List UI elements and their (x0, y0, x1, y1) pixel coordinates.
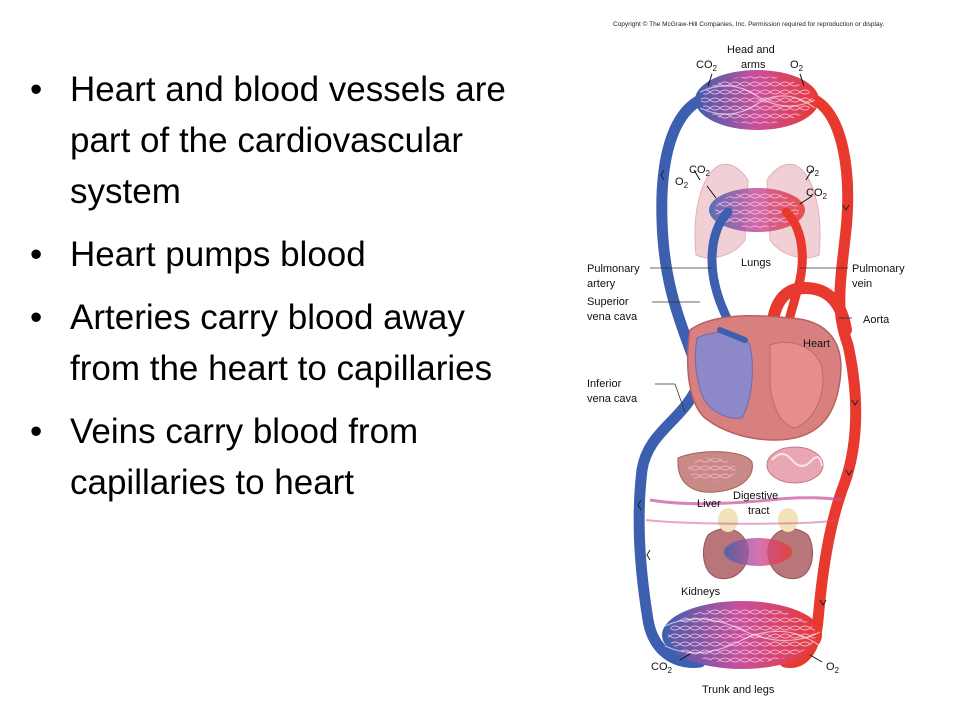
label-o2-lung-left: O2 (675, 176, 689, 190)
bullet-text: Heart pumps blood (70, 235, 366, 274)
circulation-diagram: Head and arms CO2 O2 CO2 O2 O2 CO2 Lungs… (587, 44, 905, 696)
label-kidneys: Kidneys (681, 586, 721, 598)
bullet-item: • Heart and blood vessels are part of the… (30, 64, 520, 217)
label-o2-trunk: O2 (826, 661, 840, 675)
label-o2-head: O2 (790, 59, 804, 73)
bullet-text: Heart and blood vessels are part of the … (70, 70, 506, 211)
label-superior-vena-cava-line1: Superior (587, 296, 629, 308)
label-o2-lung-right: O2 (806, 164, 820, 178)
label-pulmonary-vein-line1: Pulmonary (852, 263, 905, 275)
label-co2-trunk: CO2 (651, 661, 673, 675)
label-pulmonary-artery-line1: Pulmonary (587, 263, 640, 275)
heart (687, 314, 842, 441)
label-lungs: Lungs (741, 257, 771, 269)
bullet-item: • Arteries carry blood away from the hear… (30, 292, 520, 394)
bullet-text: Arteries carry blood away from the heart… (70, 298, 493, 388)
bullet-dot: • (30, 298, 43, 337)
bullet-dot: • (30, 412, 43, 451)
head-arms-capillary-bed (695, 70, 819, 130)
label-head-arms-line1: Head and (727, 44, 775, 56)
bullet-item: • Veins carry blood from capillaries to h… (30, 406, 520, 508)
bullet-list: • Heart and blood vessels are part of the… (30, 64, 520, 520)
bullet-text: Veins carry blood from capillaries to he… (70, 412, 419, 502)
label-pulmonary-vein-line2: vein (852, 278, 872, 290)
bullet-dot: • (30, 235, 43, 274)
trunk-legs-capillary-bed (662, 601, 822, 669)
label-co2-lung-right: CO2 (806, 187, 828, 201)
label-digestive-tract-line1: Digestive (733, 490, 778, 502)
gas-exchange-arrows (679, 73, 823, 663)
flow-arrows (637, 169, 859, 606)
systemic-artery-loop (779, 94, 862, 668)
liver (677, 451, 753, 493)
label-inferior-vena-cava-line1: Inferior (587, 378, 622, 390)
label-co2-head: CO2 (696, 59, 718, 73)
systemic-vein-loop (633, 94, 706, 668)
kidneys (702, 508, 814, 580)
label-heart: Heart (803, 338, 830, 350)
label-aorta: Aorta (863, 314, 890, 326)
digestive-tract (766, 446, 824, 484)
label-superior-vena-cava-line2: vena cava (587, 311, 638, 323)
label-co2-lung-left: CO2 (689, 164, 711, 178)
label-digestive-tract-line2: tract (748, 505, 769, 517)
label-head-arms-line2: arms (741, 59, 766, 71)
label-inferior-vena-cava-line2: vena cava (587, 393, 638, 405)
leader-lines (650, 267, 852, 413)
bullet-item: • Heart pumps blood (30, 229, 520, 280)
label-liver: Liver (697, 498, 721, 510)
bullet-dot: • (30, 70, 43, 109)
label-trunk-legs: Trunk and legs (702, 684, 775, 696)
label-pulmonary-artery-line2: artery (587, 278, 616, 290)
copyright-notice: Copyright © The McGraw-Hill Companies, I… (613, 21, 885, 28)
